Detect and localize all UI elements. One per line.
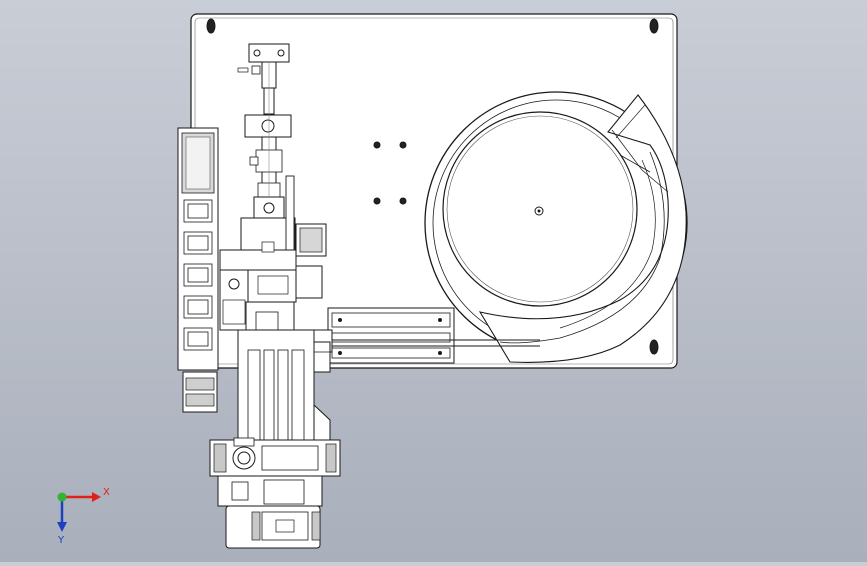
mount-slot-top-left — [206, 18, 216, 34]
mount-hole — [373, 197, 381, 205]
vertical-slide — [237, 329, 331, 449]
mount-slot-top-right — [649, 18, 659, 34]
bowl-outlet-chute — [478, 94, 687, 363]
carriage-block — [219, 175, 327, 353]
bowl-inner-plate-ring — [446, 115, 634, 303]
coordinate-triad: X Y — [57, 487, 110, 546]
side-rack — [177, 127, 219, 413]
gripper-head — [209, 437, 341, 549]
triad-origin — [57, 492, 67, 502]
triad-y-label: Y — [57, 535, 65, 546]
linear-feed-track — [291, 307, 540, 364]
mount-hole — [373, 141, 381, 149]
mount-hole — [399, 141, 407, 149]
triad-y-arrowhead — [57, 522, 67, 532]
mount-hole — [399, 197, 407, 205]
triad-x-arrowhead — [92, 492, 101, 502]
mount-slot-bottom-right — [649, 339, 659, 355]
triad-x-label: X — [103, 487, 110, 498]
vertical-cylinder — [237, 43, 292, 220]
bowl-feeder — [424, 91, 688, 363]
